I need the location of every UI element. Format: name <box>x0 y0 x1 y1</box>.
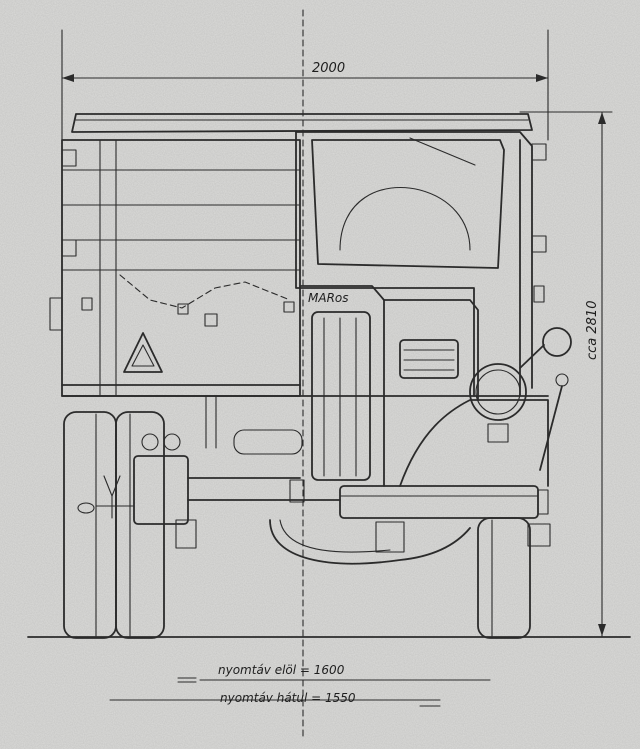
width-dimension: 2000 <box>61 29 549 141</box>
brand-plate: MARos <box>308 291 349 305</box>
headlamp-assembly <box>399 363 569 487</box>
wiper-arm <box>409 137 476 166</box>
rear-track-label: nyomtáv hátul = 1550 <box>220 691 356 705</box>
headlamp <box>469 363 527 421</box>
warning-triangle-icon <box>123 332 163 373</box>
cab <box>295 131 572 397</box>
chassis <box>61 395 549 565</box>
front-wheel <box>477 517 551 639</box>
front-bumper <box>339 485 549 519</box>
bonnet-grille: MARos <box>299 285 479 487</box>
windscreen <box>311 139 505 269</box>
width-dimension-label: 2000 <box>312 61 345 76</box>
bonnet-vent <box>399 339 459 379</box>
track-width-front: nyomtáv elöl = 1600 <box>177 663 491 683</box>
track-width-rear: nyomtáv hátul = 1550 <box>109 691 441 707</box>
front-track-label: nyomtáv elöl = 1600 <box>218 663 345 677</box>
height-dimension: cca 2810 <box>519 111 613 637</box>
height-dimension-label: cca 2810 <box>585 301 600 360</box>
spare-part-box <box>133 455 189 525</box>
side-mirror <box>542 327 572 357</box>
rear-wheels <box>63 411 165 639</box>
cab-roof <box>71 113 533 133</box>
